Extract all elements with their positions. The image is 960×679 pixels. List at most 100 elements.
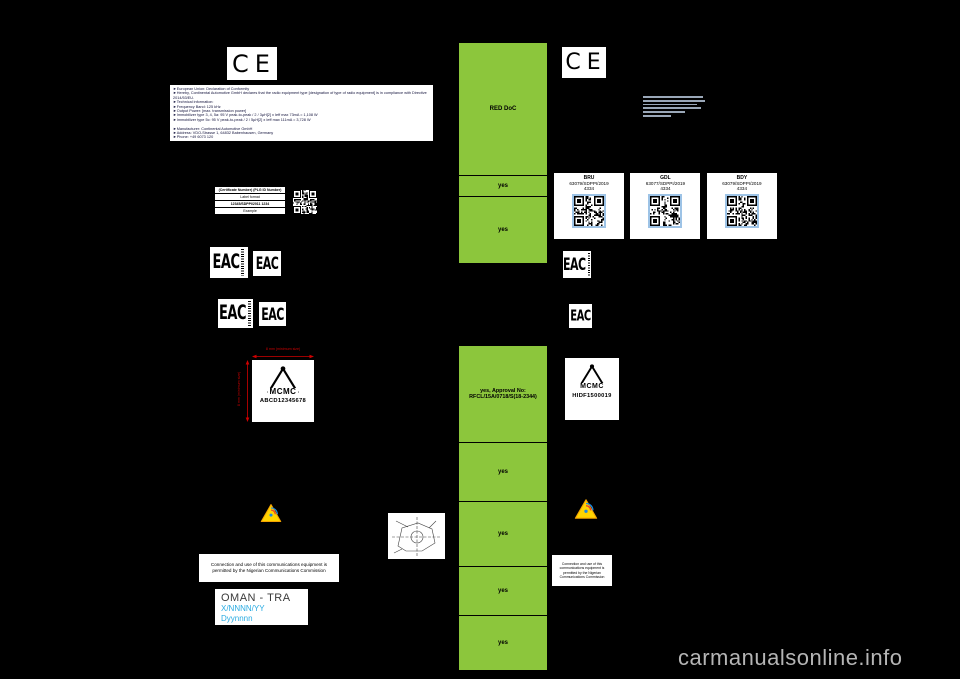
approval-table-2: yes, Approval No: RFCL/15A/0718/S(18-234…: [458, 345, 548, 671]
doc-line: ►Immobilizer type 3, 4, 5a: 95 V peak-to…: [173, 113, 318, 118]
sdppi-qr-item: BDY 63079/SDPPI/2019 4334: [705, 172, 778, 240]
sdppi-qr-panel: BRU 63079/SDPPI/2019 4334 GDL 63077/SDPP…: [553, 172, 778, 240]
sdppi-qr-item: BRU 63079/SDPPI/2019 4334: [553, 172, 625, 240]
sdppi-certificate-number: 63079/SDPPI/2019: [569, 181, 609, 186]
approval-cell: yes, Approval No: RFCL/15A/0718/S(18-234…: [458, 345, 548, 443]
approval-cell: yes: [458, 442, 548, 502]
fine-print-line: [643, 114, 671, 117]
fine-print-line: [643, 103, 697, 106]
ce-mark-left: CE: [227, 47, 277, 80]
sdppi-qr-item: GDL 63077/SDPPI/2019 4334: [629, 172, 702, 240]
eu-doc-box: ►European Union: Declaration of Conformi…: [170, 85, 433, 141]
ce-mark-right: CE: [562, 47, 606, 78]
doc-line: ►Technical information:: [173, 100, 214, 105]
eac-mark: EAC: [209, 246, 249, 279]
approval-cell-text: yes: [497, 469, 508, 475]
doc-fine-print-block: [643, 96, 707, 119]
ncc-statement-box: Connection and use of this communication…: [552, 555, 612, 586]
approval-cell-text: yes: [497, 183, 508, 189]
doc-line: ►Hereby, Continental Automotive GmbH dec…: [173, 91, 427, 100]
approval-cell-text: yes, Approval No: RFCL/15A/0718/S(18-234…: [469, 387, 537, 400]
ncc-statement-text: Connection and use of this communication…: [559, 562, 605, 579]
eac-mark-text: EAC: [212, 251, 240, 274]
fine-print-line: [643, 107, 701, 110]
approval-cell-text: yes: [497, 588, 508, 594]
doc-line: ►Address: VDO-Strasse 1, 64832 Babenhaus…: [173, 131, 274, 136]
eac-vertical-text-strip: [247, 301, 251, 326]
sdppi-plg-id: 4334: [583, 186, 595, 192]
oman-tra-title: OMAN - TRA: [221, 592, 291, 604]
approval-cell: yes: [458, 566, 548, 616]
dimension-arrow-horizontal: [252, 354, 314, 359]
yellow-triangle-approval-mark: [260, 504, 282, 522]
doc-line: ►Immobilizer type 5c: 95 V peak-to-peak …: [173, 117, 311, 122]
mcmc-brand-text: MCMC: [267, 387, 299, 396]
qr-code: [724, 193, 759, 228]
oman-tra-dealer-code: Dyynnnn: [221, 613, 253, 623]
dimension-label-horizontal: 8 mm (minimum size): [265, 347, 301, 351]
mcmc-serial-number: ABCD12345678: [259, 398, 307, 404]
doc-line: ►Manufacturer: Continental Automotive Gm…: [173, 126, 253, 131]
eac-mark: EAC: [258, 301, 287, 327]
sdppi-label-format-table: (Certificate Number) (PLG ID Number) Lab…: [214, 186, 286, 215]
dimension-arrow-vertical: [245, 360, 250, 422]
sdppi-model-code: BRU: [583, 175, 595, 181]
mcmc-label: MCMC HIDF1500019: [565, 358, 619, 420]
approval-cell-text: RED DoC: [489, 105, 517, 112]
approval-table-1: RED DoC yes yes: [458, 42, 548, 264]
technical-drawing: [388, 513, 445, 559]
fine-print-line: [643, 99, 705, 102]
mcmc-label: MCMC ABCD12345678: [252, 360, 314, 422]
ncc-statement-box: Connection and use of this communication…: [199, 554, 339, 582]
eac-mark-text: EAC: [219, 302, 246, 325]
doc-line: ►European Union: Declaration of Conformi…: [173, 87, 250, 91]
eac-mark: EAC: [568, 303, 593, 329]
format-table-row: Example: [243, 209, 257, 213]
mcmc-label-dimensioned: 8 mm (minimum size) 8 mm (minimum size) …: [232, 346, 316, 424]
approval-cell-text: yes: [497, 640, 508, 646]
dimension-label-vertical: 8 mm (minimum size): [237, 371, 241, 407]
qr-code: [648, 193, 683, 228]
eac-mark: EAC: [252, 250, 282, 277]
eac-mark: EAC: [217, 298, 254, 329]
eac-mark-text: EAC: [255, 253, 279, 274]
oman-tra-number-format: X/NNNN/YY: [221, 604, 265, 613]
format-table-row: Label format: [215, 194, 285, 201]
sdppi-model-code: GDL: [660, 175, 671, 181]
sdppi-model-code: BDY: [736, 175, 748, 181]
sdppi-plg-id: 4334: [660, 186, 671, 192]
watermark: carmanualsonline.info: [678, 645, 903, 670]
eac-mark-text: EAC: [570, 307, 591, 325]
approval-cell: yes: [458, 196, 548, 264]
doc-line: ►Phone: +49 6073 120: [173, 135, 214, 140]
ce-mark-text: CE: [232, 49, 276, 78]
eac-mark: EAC: [562, 250, 592, 279]
technical-drawing-graphic: [392, 517, 441, 556]
approval-cell-text: yes: [497, 227, 508, 233]
eac-vertical-text-strip: [587, 253, 590, 276]
fine-print-line: [643, 111, 685, 113]
eac-mark-text: EAC: [261, 304, 284, 324]
sdppi-plg-id: 4334: [736, 186, 748, 192]
doc-line: ►Output Power: [max. transmission power]: [173, 109, 247, 114]
approval-cell: yes: [458, 501, 548, 567]
sdppi-certificate-number: 63079/SDPPI/2019: [722, 181, 762, 186]
ncc-statement-text: Connection and use of this communication…: [210, 562, 328, 573]
approval-cell: yes: [458, 615, 548, 671]
mcmc-brand-text: MCMC: [578, 383, 606, 391]
approval-cell: RED DoC: [458, 42, 548, 176]
qr-code: [572, 193, 606, 228]
mcmc-serial-number: HIDF1500019: [572, 393, 612, 399]
doc-line: ►Frequency Band: 125 kHz: [173, 104, 221, 109]
qr-code-example: [293, 190, 317, 214]
approval-cell: yes: [458, 175, 548, 197]
eac-vertical-text-strip: [241, 249, 245, 276]
eac-mark-text: EAC: [563, 254, 586, 275]
yellow-triangle-approval-mark: [574, 499, 598, 519]
oman-tra-label: OMAN - TRA X/NNNN/YY Dyynnnn: [214, 588, 309, 626]
format-table-row: 12345/SDPPI/2011 1234: [215, 201, 285, 208]
ce-mark-text: CE: [565, 50, 607, 75]
approval-cell-text: yes: [497, 531, 508, 537]
sdppi-certificate-number: 63077/SDPPI/2019: [645, 181, 686, 186]
